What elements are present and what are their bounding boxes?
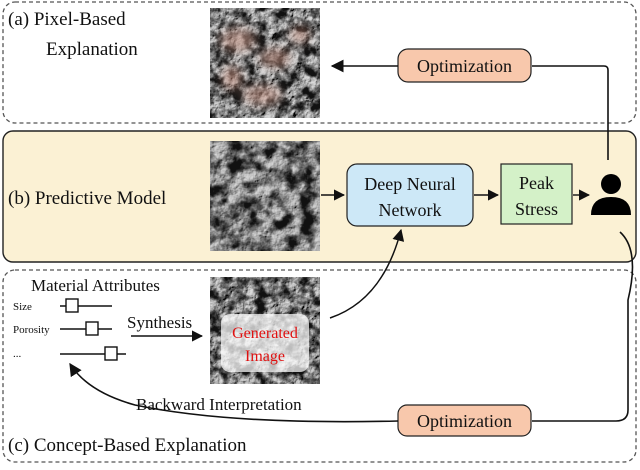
slider-icon[interactable] (85, 321, 99, 336)
peak-stress-line1: Peak (519, 173, 554, 193)
optimization-box-bottom (397, 404, 532, 437)
panel-c-frame (2, 269, 637, 463)
panel-a-label-line1: (a) Pixel-Based (8, 9, 126, 30)
pixel-explanation-image (210, 8, 320, 118)
feedback-line-bottom (532, 231, 634, 422)
slider-icon[interactable] (65, 298, 79, 313)
slider-porosity[interactable] (60, 321, 112, 336)
dnn-label-line2: Network (379, 200, 442, 220)
generated-label-line2: Image (245, 348, 285, 365)
slider-more[interactable] (60, 346, 126, 361)
backward-interpretation-label: Backward Interpretation (136, 395, 302, 414)
panel-a-frame (2, 1, 637, 124)
material-attributes-title: Material Attributes (31, 276, 160, 295)
synthesis-label: Synthesis (127, 313, 192, 332)
attribute-size-label: Size (13, 301, 32, 313)
input-material-image (210, 141, 320, 251)
attribute-porosity-label: Porosity (13, 324, 50, 336)
arrow-backward-to-attributes (69, 362, 399, 423)
slider-icon[interactable] (104, 346, 118, 361)
generated-image-overlay (221, 314, 309, 372)
panel-b-label: (b) Predictive Model (8, 188, 166, 209)
panel-c-label: (c) Concept-Based Explanation (8, 435, 247, 456)
generated-image (210, 277, 320, 384)
optimization-label-top: Optimization (417, 56, 512, 76)
panel-a-label-line2: Explanation (46, 39, 138, 60)
optimization-label-bottom: Optimization (417, 411, 512, 431)
user-icon (591, 174, 631, 215)
arrow-generated-to-dnn (329, 228, 405, 319)
slider-size[interactable] (60, 298, 112, 313)
peak-stress-box (500, 163, 573, 225)
dnn-label-line1: Deep Neural (364, 174, 455, 194)
attribute-more-label: ... (13, 348, 22, 360)
feedback-line-top (532, 65, 609, 160)
dnn-box (346, 163, 474, 227)
generated-label-line1: Generated (232, 325, 298, 342)
peak-stress-line2: Stress (515, 199, 558, 219)
